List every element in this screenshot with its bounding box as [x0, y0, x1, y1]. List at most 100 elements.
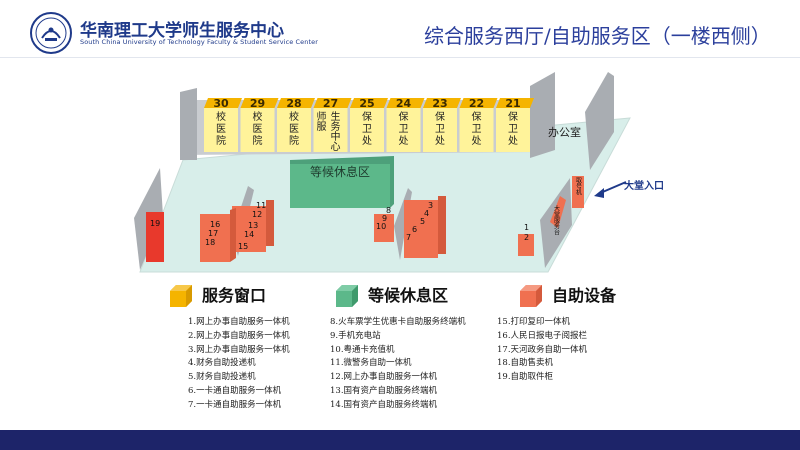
service-window-label-char: 保 [399, 110, 409, 123]
legend-window-swatch [170, 285, 192, 307]
org-name-cn: 华南理工大学师生服务中心 [80, 21, 284, 41]
device-list-item: 4.财务自助投递机 [188, 358, 256, 369]
machine-1: 1 [524, 223, 529, 232]
machine-19: 19 [150, 219, 160, 228]
machine-16: 16 [210, 220, 220, 229]
service-window-label-char: 生 [331, 110, 341, 123]
wall-pillar [530, 72, 555, 158]
device-list-item: 5.财务自助投递机 [188, 372, 256, 383]
service-window-label-char: 卫 [362, 124, 372, 135]
service-window-label-char: 处 [399, 135, 409, 147]
legend-waiting-label: 等候休息区 [368, 286, 449, 305]
service-window-number: 21 [505, 97, 520, 110]
service-window-number: 23 [432, 97, 447, 110]
service-window-label-char: 卫 [508, 124, 518, 135]
service-window-label-char: 校 [216, 110, 226, 123]
device-list-item: 6.一卡通自助服务一体机 [188, 385, 282, 396]
service-window-number: 27 [323, 97, 338, 110]
machine-2: 2 [524, 233, 529, 242]
service-window-label-char: 医 [216, 123, 226, 135]
machine-14: 14 [244, 230, 254, 239]
service-window-label-char: 心 [331, 141, 341, 153]
service-window-number: 30 [213, 97, 229, 110]
legend-window-label: 服务窗口 [202, 286, 267, 305]
service-window-number: 24 [396, 97, 412, 110]
waiting-area-label: 等候休息区 [310, 164, 370, 179]
device-list-item: 12.网上办事自助服务一体机 [330, 372, 438, 383]
legend-waiting-swatch [336, 285, 358, 307]
service-window-label-char: 医 [253, 123, 263, 135]
service-window-label-char: 卫 [399, 124, 409, 135]
service-window-label-char: 务 [331, 120, 341, 133]
device-cluster-middle [374, 188, 446, 260]
service-window-label-char: 师 [317, 110, 327, 123]
device-list-col-2: 8.火车票学生优惠卡自助服务终端机 9.手机充电站 10.粤通卡充值机 11.微… [330, 316, 466, 413]
device-list-item: 7.一卡通自助服务一体机 [188, 399, 282, 410]
device-list-item: 14.国有资产自助服务终端机 [330, 399, 438, 410]
entrance-label: 大堂入口 [624, 179, 664, 192]
office-label: 办公室 [548, 125, 581, 139]
service-windows: 30校医院29校医院28校医院27师服生务中心25保卫处24保卫处23保卫处22… [204, 97, 534, 153]
machine-15: 15 [238, 242, 248, 251]
machine-12: 12 [252, 210, 262, 219]
university-seal-icon [30, 12, 72, 54]
service-window-label-char: 处 [472, 135, 482, 147]
service-window-label-char: 院 [253, 134, 263, 147]
device-list-item: 17.天河政务自助一体机 [497, 344, 588, 355]
page-title: 综合服务西厅/自助服务区（一楼西侧） [424, 24, 771, 48]
queue-machine-label: 取号机 [575, 177, 582, 196]
service-window-number: 28 [286, 97, 301, 110]
waiting-area: 等候休息区 [290, 156, 394, 208]
service-window-label-char: 医 [289, 123, 299, 135]
office-wall [585, 72, 614, 170]
service-window-label-char: 处 [362, 135, 372, 147]
machine-9: 9 [382, 214, 387, 223]
machine-10: 10 [376, 222, 386, 231]
legend-device-swatch [520, 285, 542, 307]
machine-8: 8 [386, 206, 391, 215]
machine-18: 18 [205, 238, 215, 247]
entrance-arrowhead-icon [594, 188, 604, 198]
service-desk-label: 大堂服务台 [553, 204, 560, 236]
service-window-label-char: 校 [289, 110, 299, 123]
service-window-label-char: 处 [435, 135, 445, 147]
service-desk [550, 196, 566, 228]
machine-11: 11 [256, 201, 266, 210]
device-list-col-1: 1.网上办事自助服务一体机 2.网上办事自助服务一体机 3.网上办事自助服务一体… [188, 316, 290, 413]
service-window-label-char: 卫 [435, 124, 445, 135]
service-window-label-char: 院 [216, 134, 226, 147]
service-window-label-char: 处 [508, 135, 518, 147]
device-list-item: 9.手机充电站 [330, 330, 381, 341]
service-window-label-char: 保 [435, 110, 445, 123]
queue-machine [572, 176, 584, 208]
device-cluster-right [518, 234, 534, 256]
service-window-label-char: 院 [289, 134, 299, 147]
service-window-number: 25 [359, 97, 374, 110]
machine-13: 13 [248, 221, 258, 230]
device-list-item: 16.人民日报电子阅报栏 [497, 330, 588, 341]
service-window-number: 29 [250, 97, 265, 110]
legend-device-label: 自助设备 [552, 286, 617, 305]
device-list-col-3: 15.打印复印一体机 16.人民日报电子阅报栏 17.天河政务自助一体机 18.… [497, 316, 587, 385]
service-window-label-char: 保 [508, 110, 518, 123]
device-list-item: 8.火车票学生优惠卡自助服务终端机 [330, 317, 466, 327]
machine-17: 17 [208, 229, 218, 238]
machine-4: 4 [424, 209, 429, 218]
back-wall-left-edge [180, 88, 197, 160]
service-window-label-char: 服 [317, 121, 327, 133]
device-list-item: 19.自助取件柜 [497, 372, 554, 383]
service-window-label-char: 校 [253, 110, 263, 123]
footer-bar [0, 430, 800, 450]
device-list-item: 18.自助售卖机 [497, 358, 554, 369]
header-divider [0, 57, 800, 58]
machine-3: 3 [428, 201, 433, 210]
